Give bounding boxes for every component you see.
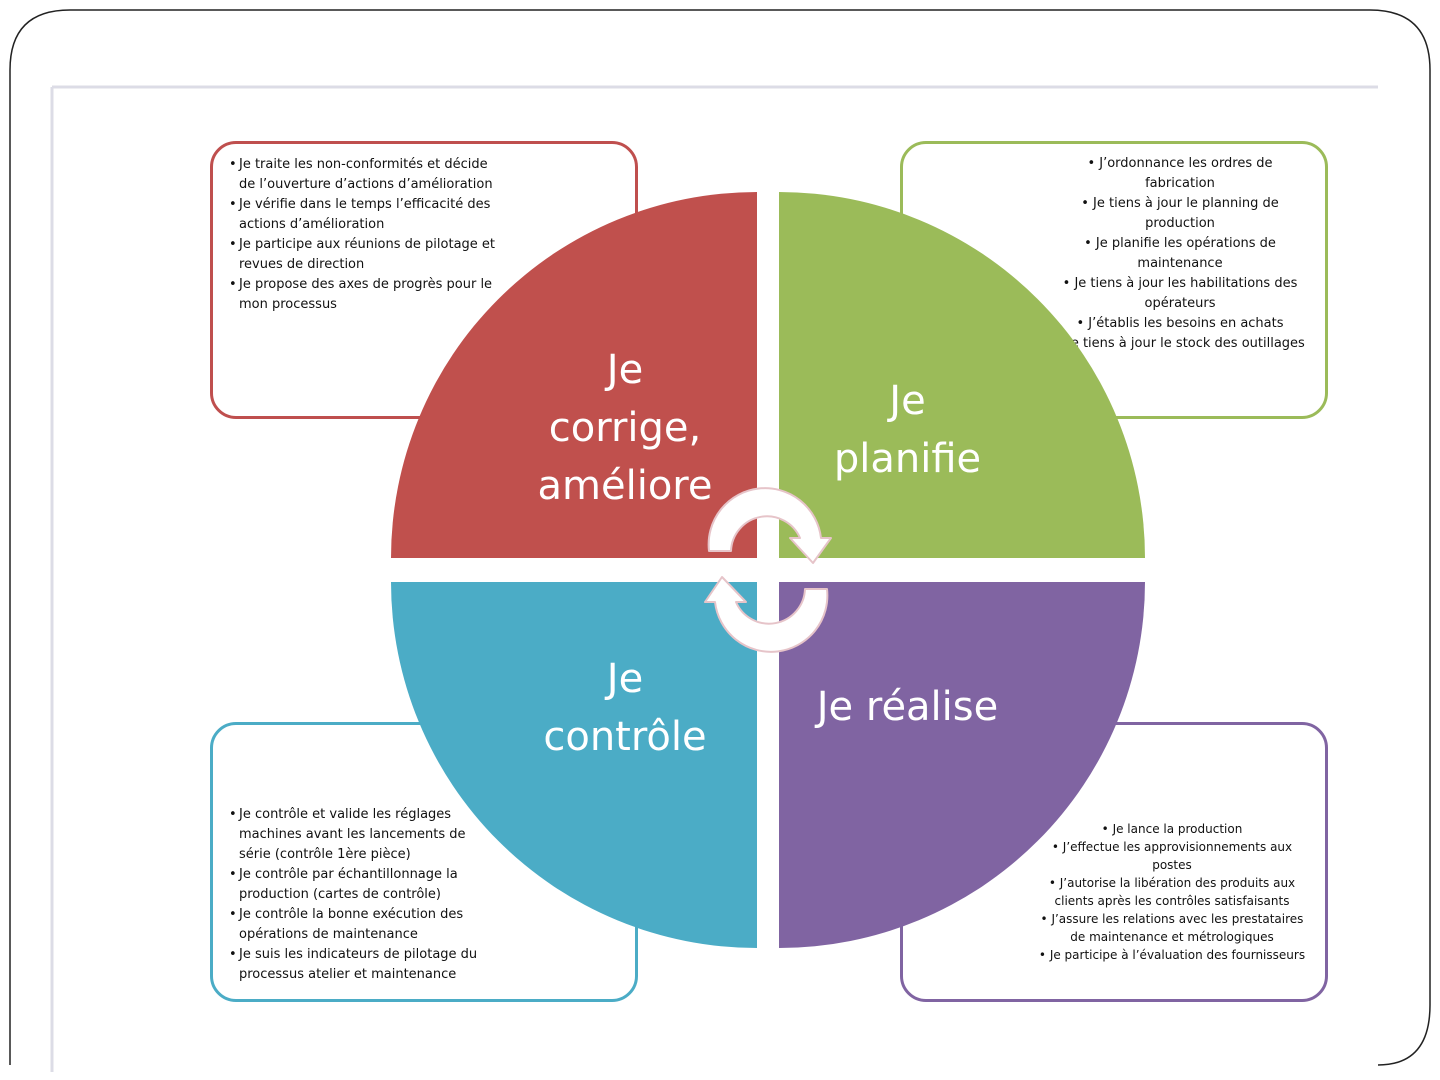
label-realise: Je réalise xyxy=(795,678,1020,736)
cycle-arrow-bottom-icon xyxy=(704,576,829,653)
label-line: améliore xyxy=(537,463,713,509)
list-item: Je contrôle par échantillonnage la produ… xyxy=(227,865,495,905)
list-item: Je suis les indicateurs de pilotage du p… xyxy=(227,945,495,985)
list-controle: Je contrôle et valide les réglages machi… xyxy=(227,805,495,985)
list-item: J’autorise la libération des produits au… xyxy=(1033,874,1311,910)
list-item: Je planifie les opérations de maintenanc… xyxy=(1053,234,1307,274)
cycle-arrow-top-icon xyxy=(707,487,832,564)
list-realise: Je lance la production J’effectue les ap… xyxy=(1033,820,1311,964)
list-item: Je tiens à jour les habilitations des op… xyxy=(1053,274,1307,314)
list-item: Je tiens à jour le planning de productio… xyxy=(1053,194,1307,234)
list-item: Je propose des axes de progrès pour le m… xyxy=(227,275,495,315)
list-planifie: J’ordonnance les ordres de fabrication J… xyxy=(1053,154,1307,354)
quadrant-controle xyxy=(391,582,757,948)
label-controle: Je contrôle xyxy=(520,650,730,766)
quadrant-realise xyxy=(779,582,1145,948)
list-item: Je lance la production xyxy=(1033,820,1311,838)
label-line: Je xyxy=(606,347,644,393)
list-item: Je vérifie dans le temps l’efficacité de… xyxy=(227,195,495,235)
label-planifie: Je planifie xyxy=(810,372,1005,488)
quadrant-planifie xyxy=(779,192,1145,558)
label-line: corrige, xyxy=(548,405,702,451)
quadrant-corrige xyxy=(391,192,757,558)
list-item: J’assure les relations avec les prestata… xyxy=(1033,910,1311,946)
list-item: Je tiens à jour le stock des outillages xyxy=(1053,334,1307,354)
list-item: Je contrôle la bonne exécution des opéra… xyxy=(227,905,495,945)
label-line: Je réalise xyxy=(816,684,999,730)
label-line: Je xyxy=(606,656,644,702)
list-corrige: Je traite les non-conformités et décide … xyxy=(227,155,495,315)
list-item: Je contrôle et valide les réglages machi… xyxy=(227,805,495,865)
list-item: J’ordonnance les ordres de fabrication xyxy=(1053,154,1307,194)
slide-border xyxy=(9,9,1431,1066)
label-line: planifie xyxy=(833,436,982,482)
label-corrige: Je corrige, améliore xyxy=(520,341,730,515)
list-item: Je traite les non-conformités et décide … xyxy=(227,155,495,195)
label-line: contrôle xyxy=(543,714,707,760)
list-item: J’effectue les approvisionnements aux po… xyxy=(1033,838,1311,874)
label-line: Je xyxy=(889,378,926,424)
list-item: Je participe à l’évaluation des fourniss… xyxy=(1033,946,1311,964)
list-item: Je participe aux réunions de pilotage et… xyxy=(227,235,495,275)
list-item: J’établis les besoins en achats xyxy=(1053,314,1307,334)
